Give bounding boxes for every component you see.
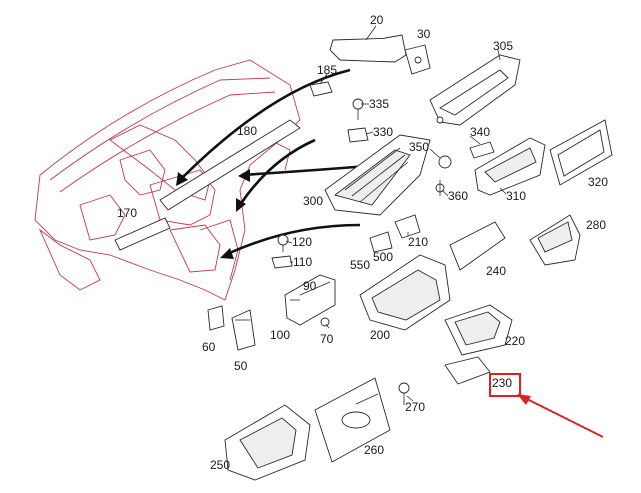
part-310-panel bbox=[474, 137, 546, 196]
highlight-box bbox=[489, 373, 521, 397]
part-60 bbox=[207, 305, 225, 331]
part-360-screw bbox=[435, 180, 445, 196]
label-100: 100 bbox=[270, 328, 290, 342]
label-110: 110 bbox=[293, 255, 312, 269]
label-360: 360 bbox=[448, 189, 468, 203]
leader-lines bbox=[235, 25, 507, 405]
label-185: 185 bbox=[317, 63, 337, 77]
part-330 bbox=[347, 127, 369, 143]
part-500 bbox=[369, 231, 393, 253]
part-270-screw bbox=[398, 382, 410, 405]
part-labels: 20 30 305 185 335 180 330 340 350 320 30… bbox=[117, 13, 608, 472]
label-340: 340 bbox=[470, 125, 490, 139]
part-300-vent bbox=[324, 134, 431, 216]
highlight-annotation bbox=[489, 373, 604, 438]
part-110-clip bbox=[271, 255, 293, 269]
part-350 bbox=[438, 155, 452, 169]
part-280 bbox=[529, 214, 581, 266]
label-120: 120 bbox=[292, 235, 312, 249]
part-120-fastener bbox=[277, 234, 289, 252]
label-350: 350 bbox=[409, 140, 429, 154]
label-90: 90 bbox=[303, 279, 317, 293]
label-320: 320 bbox=[588, 175, 608, 189]
label-550: 550 bbox=[350, 258, 370, 272]
part-200-glovebox bbox=[359, 254, 451, 331]
label-260: 260 bbox=[364, 443, 384, 457]
part-70-screw bbox=[320, 317, 330, 327]
label-70: 70 bbox=[320, 332, 334, 346]
part-230-liner bbox=[444, 356, 491, 385]
part-250 bbox=[224, 404, 311, 481]
label-30: 30 bbox=[417, 27, 431, 41]
part-335-screw bbox=[352, 98, 364, 120]
part-180-trim-strip bbox=[159, 119, 301, 211]
label-50: 50 bbox=[234, 359, 248, 373]
label-305: 305 bbox=[493, 39, 513, 53]
assembly-arrows bbox=[176, 68, 381, 259]
label-230: 230 bbox=[492, 376, 512, 390]
label-250: 250 bbox=[210, 458, 230, 472]
label-220: 220 bbox=[505, 334, 525, 348]
part-30 bbox=[404, 44, 431, 75]
part-20 bbox=[329, 34, 407, 63]
label-240: 240 bbox=[486, 264, 506, 278]
label-180: 180 bbox=[237, 124, 257, 138]
part-210 bbox=[394, 214, 421, 239]
part-170-trim bbox=[114, 217, 171, 251]
part-240-cover bbox=[449, 221, 506, 271]
part-340 bbox=[469, 141, 495, 159]
label-330: 330 bbox=[373, 125, 393, 139]
part-320-cover bbox=[549, 119, 613, 186]
label-335: 335 bbox=[369, 97, 389, 111]
label-60: 60 bbox=[202, 340, 216, 354]
label-20: 20 bbox=[370, 13, 384, 27]
label-200: 200 bbox=[370, 328, 390, 342]
label-300: 300 bbox=[303, 194, 323, 208]
label-210: 210 bbox=[408, 235, 428, 249]
part-100-bracket bbox=[284, 274, 336, 326]
red-pointer-line bbox=[522, 396, 604, 438]
label-310: 310 bbox=[506, 189, 526, 203]
label-500: 500 bbox=[373, 250, 393, 264]
part-260-panel bbox=[314, 377, 391, 463]
part-185 bbox=[309, 81, 333, 97]
label-270: 270 bbox=[405, 400, 425, 414]
part-50 bbox=[231, 309, 256, 351]
label-280: 280 bbox=[586, 218, 606, 232]
part-220-tray bbox=[444, 304, 513, 356]
part-305 bbox=[429, 54, 521, 126]
red-pointer-arrowhead bbox=[517, 394, 531, 405]
label-170: 170 bbox=[117, 206, 137, 220]
